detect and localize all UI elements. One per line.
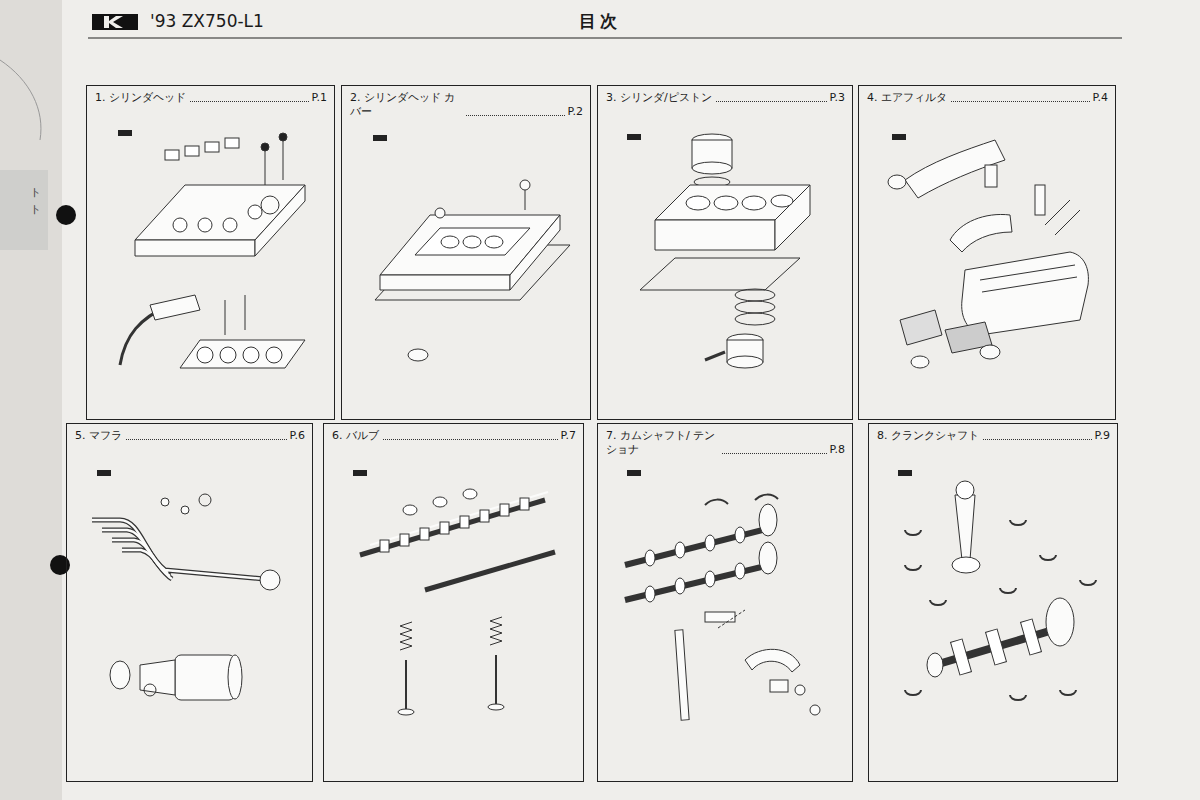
catalog-panel: 5. マフラ P.6 xyxy=(66,423,313,782)
panel-heading: 2. シリンダヘッド カバー P.2 xyxy=(342,86,590,119)
section-title: 8. クランクシャフト xyxy=(877,429,979,443)
binder-hole xyxy=(56,205,76,225)
dot-leader xyxy=(190,101,309,102)
section-title: 4. エアフィルタ xyxy=(867,91,947,105)
tab-mark: ト xyxy=(30,202,41,217)
dot-leader xyxy=(466,115,565,116)
page-number: P.3 xyxy=(830,91,845,105)
section-title: 6. バルブ xyxy=(332,429,379,443)
section-title: 3. シリンダ/ピストン xyxy=(606,91,712,105)
catalog-panel: 8. クランクシャフト P.9 xyxy=(868,423,1118,782)
binder-edge xyxy=(0,0,62,800)
page-number: P.9 xyxy=(1095,429,1110,443)
catalog-panel: 3. シリンダ/ピストン P.3 xyxy=(597,85,853,420)
catalog-panel: 4. エアフィルタ P.4 xyxy=(858,85,1116,420)
catalog-panel: 6. バルブ P.7 xyxy=(323,423,584,782)
page-number: P.6 xyxy=(290,429,305,443)
page-number: P.2 xyxy=(568,105,583,119)
binder-hole xyxy=(50,555,70,575)
dot-leader xyxy=(126,439,287,440)
panel-heading: 5. マフラ P.6 xyxy=(67,424,312,443)
catalog-panel: 7. カムシャフト/ テンショナ P.8 xyxy=(597,423,853,782)
page-number: P.8 xyxy=(830,443,845,457)
dot-leader xyxy=(716,101,827,102)
panel-heading: 1. シリンダヘッド P.1 xyxy=(87,86,334,105)
catalog-panel: 1. シリンダヘッド P.1 xyxy=(86,85,335,420)
page-number: P.4 xyxy=(1093,91,1108,105)
panel-heading: 7. カムシャフト/ テンショナ P.8 xyxy=(598,424,852,457)
tab-mark: ト xyxy=(30,185,41,200)
model-code: '93 ZX750-L1 xyxy=(150,11,264,31)
side-tab xyxy=(0,170,48,250)
dot-leader xyxy=(951,101,1090,102)
dot-leader xyxy=(383,439,558,440)
page-title: 目次 xyxy=(579,10,621,33)
section-title: 1. シリンダヘッド xyxy=(95,91,186,105)
section-title: 7. カムシャフト/ テンショナ xyxy=(606,429,718,457)
panel-heading: 6. バルブ P.7 xyxy=(324,424,583,443)
catalog-panel: 2. シリンダヘッド カバー P.2 xyxy=(341,85,591,420)
panel-logos xyxy=(97,130,912,476)
section-title: 2. シリンダヘッド カバー xyxy=(350,91,462,119)
kawasaki-logo xyxy=(92,14,138,30)
panel-heading: 8. クランクシャフト P.9 xyxy=(869,424,1117,443)
header-rule xyxy=(88,37,1122,38)
dot-leader xyxy=(983,439,1092,440)
dot-leader xyxy=(722,453,827,454)
page-edge xyxy=(0,60,41,140)
page-number: P.7 xyxy=(561,429,576,443)
section-title: 5. マフラ xyxy=(75,429,122,443)
page-number: P.1 xyxy=(312,91,327,105)
parts-drawings xyxy=(92,133,1096,720)
panel-heading: 4. エアフィルタ P.4 xyxy=(859,86,1115,105)
panel-heading: 3. シリンダ/ピストン P.3 xyxy=(598,86,852,105)
